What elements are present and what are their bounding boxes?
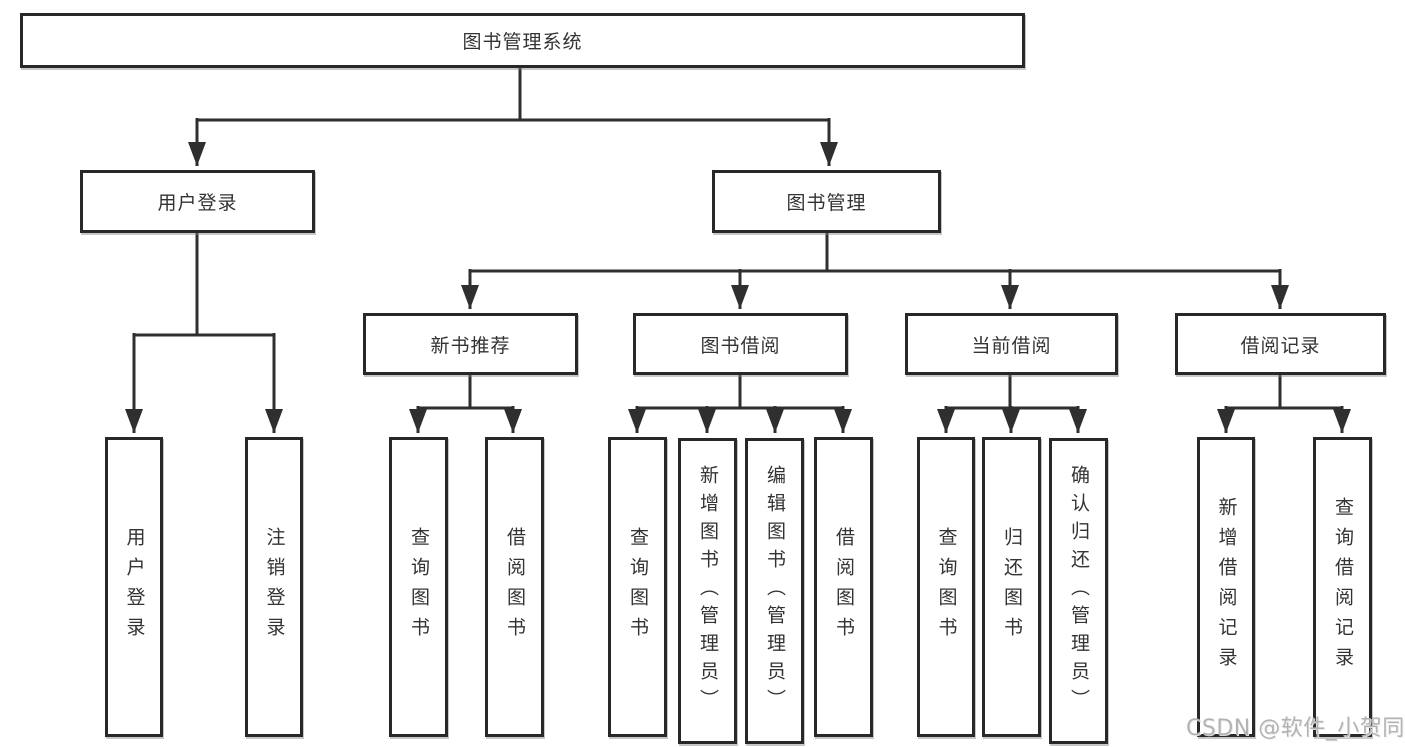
node-label: 借阅图书 bbox=[503, 527, 526, 647]
node-label: 图书管理 bbox=[786, 192, 867, 214]
node-query-books-current: 查询图书 bbox=[917, 437, 975, 737]
node-borrow-books-borrowing: 借阅图书 bbox=[814, 437, 873, 737]
connector-book-borrowing-children bbox=[628, 375, 852, 433]
node-label: 查询图书 bbox=[407, 527, 430, 647]
watermark: CSDN @软件_小贺同学 bbox=[1186, 716, 1405, 741]
node-borrowing-records: 借阅记录 bbox=[1175, 313, 1386, 375]
node-label: 用户登录 bbox=[123, 527, 146, 647]
node-return-books: 归还图书 bbox=[982, 437, 1041, 737]
node-label: 注销登录 bbox=[263, 527, 286, 647]
node-edit-books-admin: 编辑图书（管理员） bbox=[745, 438, 804, 744]
node-query-books-recommend: 查询图书 bbox=[389, 437, 448, 737]
connector-user-login-children bbox=[125, 233, 283, 433]
connector-current-borrowing-children bbox=[937, 375, 1087, 433]
node-label: 查询图书 bbox=[626, 527, 649, 647]
node-label: 确认归还（管理员） bbox=[1067, 465, 1090, 717]
node-user-login: 用户登录 bbox=[80, 170, 315, 233]
node-user-login-leaf: 用户登录 bbox=[105, 437, 163, 737]
node-new-book-recommend: 新书推荐 bbox=[363, 313, 578, 375]
node-label: 借阅图书 bbox=[832, 527, 855, 647]
node-label: 图书借阅 bbox=[700, 334, 781, 357]
node-confirm-return-admin: 确认归还（管理员） bbox=[1049, 438, 1108, 744]
connector-new-book-recommend-children bbox=[409, 375, 522, 433]
node-label: 新书推荐 bbox=[430, 334, 511, 357]
node-label: 查询借阅记录 bbox=[1331, 497, 1354, 677]
node-add-books-admin: 新增图书（管理员） bbox=[678, 438, 737, 744]
node-label: 图书管理系统 bbox=[462, 31, 583, 53]
node-query-books-borrowing: 查询图书 bbox=[608, 437, 667, 737]
node-current-borrowing: 当前借阅 bbox=[905, 313, 1118, 375]
node-label: 编辑图书（管理员） bbox=[763, 465, 786, 717]
node-label: 当前借阅 bbox=[971, 334, 1052, 357]
node-query-borrow-record: 查询借阅记录 bbox=[1313, 437, 1372, 737]
node-label: 借阅记录 bbox=[1240, 334, 1321, 357]
node-label: 归还图书 bbox=[1000, 527, 1023, 647]
node-label: 新增借阅记录 bbox=[1215, 497, 1238, 677]
connector-book-management-children bbox=[461, 233, 1289, 309]
node-label: 新增图书（管理员） bbox=[696, 465, 719, 717]
node-logout: 注销登录 bbox=[245, 437, 303, 737]
node-label: 查询图书 bbox=[935, 527, 958, 647]
node-borrow-books-recommend: 借阅图书 bbox=[485, 437, 544, 737]
node-add-borrow-record: 新增借阅记录 bbox=[1197, 437, 1255, 737]
node-book-management: 图书管理 bbox=[712, 170, 941, 233]
connector-root-to-level2 bbox=[188, 68, 838, 166]
node-book-management-system: 图书管理系统 bbox=[20, 13, 1025, 68]
connector-borrowing-records-children bbox=[1217, 375, 1351, 433]
node-label: 用户登录 bbox=[157, 192, 238, 214]
node-book-borrowing: 图书借阅 bbox=[633, 313, 848, 375]
